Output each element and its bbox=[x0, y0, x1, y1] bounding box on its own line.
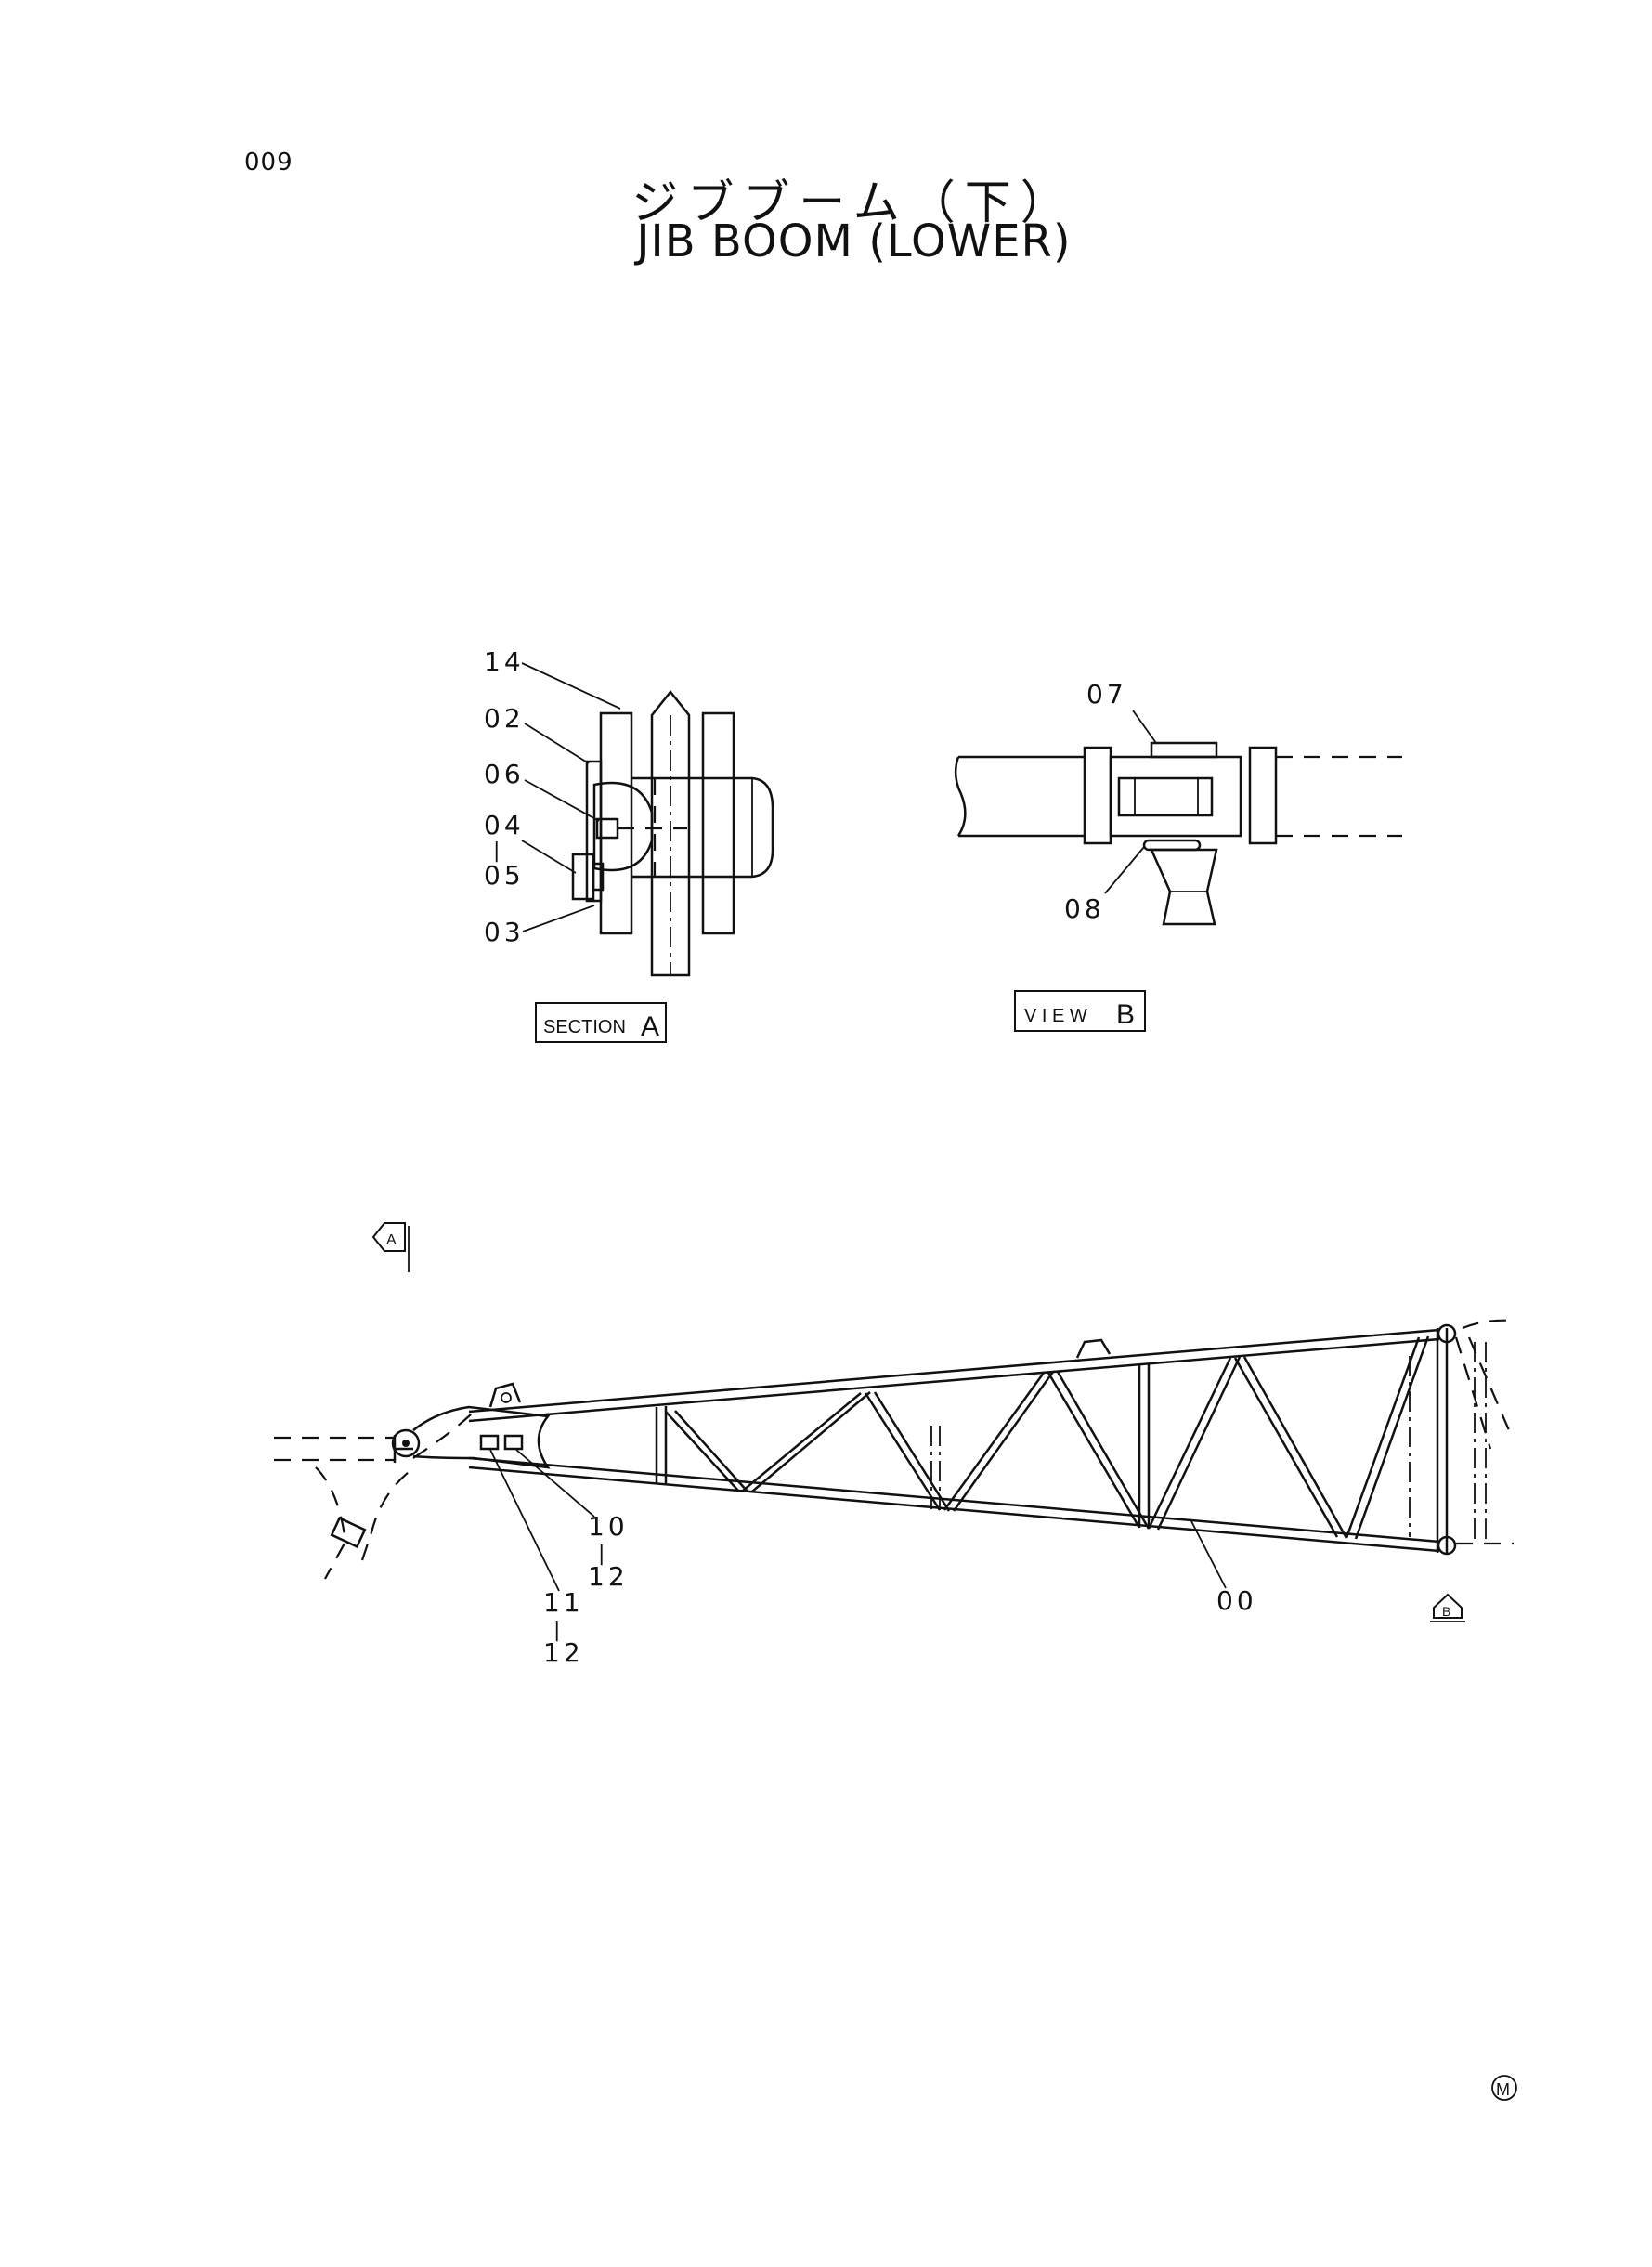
callout-00: 00 bbox=[1216, 1585, 1257, 1616]
title-japanese: ジブブーム（下） bbox=[631, 176, 1076, 229]
callout-03: 03 bbox=[484, 917, 525, 947]
view-marker-a: A bbox=[371, 1222, 410, 1272]
callout-04: 04 bbox=[484, 810, 525, 840]
callout-12-b: 12 bbox=[543, 1637, 584, 1668]
callout-05: 05 bbox=[484, 860, 525, 891]
callout-07: 07 bbox=[1086, 679, 1127, 710]
callout-14: 14 bbox=[484, 646, 525, 677]
title-english: JIB BOOM (LOWER) bbox=[636, 215, 1072, 267]
callout-11: 11 bbox=[543, 1587, 584, 1618]
section-a-letter: A bbox=[641, 1011, 659, 1042]
callout-12-a: 12 bbox=[588, 1561, 629, 1592]
view-b-drawing bbox=[954, 741, 1402, 926]
callout-08: 08 bbox=[1064, 893, 1105, 924]
jib-boom-lower bbox=[274, 1319, 1515, 1580]
view-b-word: V I E W bbox=[1024, 1006, 1087, 1026]
callout-02: 02 bbox=[484, 703, 525, 734]
corner-mark: M bbox=[1491, 2075, 1517, 2101]
section-a-label-box: SECTION A bbox=[535, 1002, 667, 1043]
section-a-drawing bbox=[571, 689, 774, 977]
view-b-letter: B bbox=[1116, 999, 1135, 1030]
marker-a-letter: A bbox=[386, 1232, 397, 1248]
view-b-label-box: V I E W B bbox=[1014, 990, 1146, 1032]
range-separator-11: | bbox=[553, 1619, 564, 1642]
range-separator-10: | bbox=[598, 1543, 608, 1566]
corner-mark-letter: M bbox=[1496, 2080, 1510, 2099]
section-a-word: SECTION bbox=[543, 1017, 626, 1037]
range-separator: | bbox=[493, 840, 503, 863]
callout-06: 06 bbox=[484, 759, 525, 789]
marker-b-letter: B bbox=[1442, 1604, 1450, 1619]
view-marker-b: B bbox=[1430, 1593, 1465, 1622]
page-number: 009 bbox=[244, 149, 293, 176]
